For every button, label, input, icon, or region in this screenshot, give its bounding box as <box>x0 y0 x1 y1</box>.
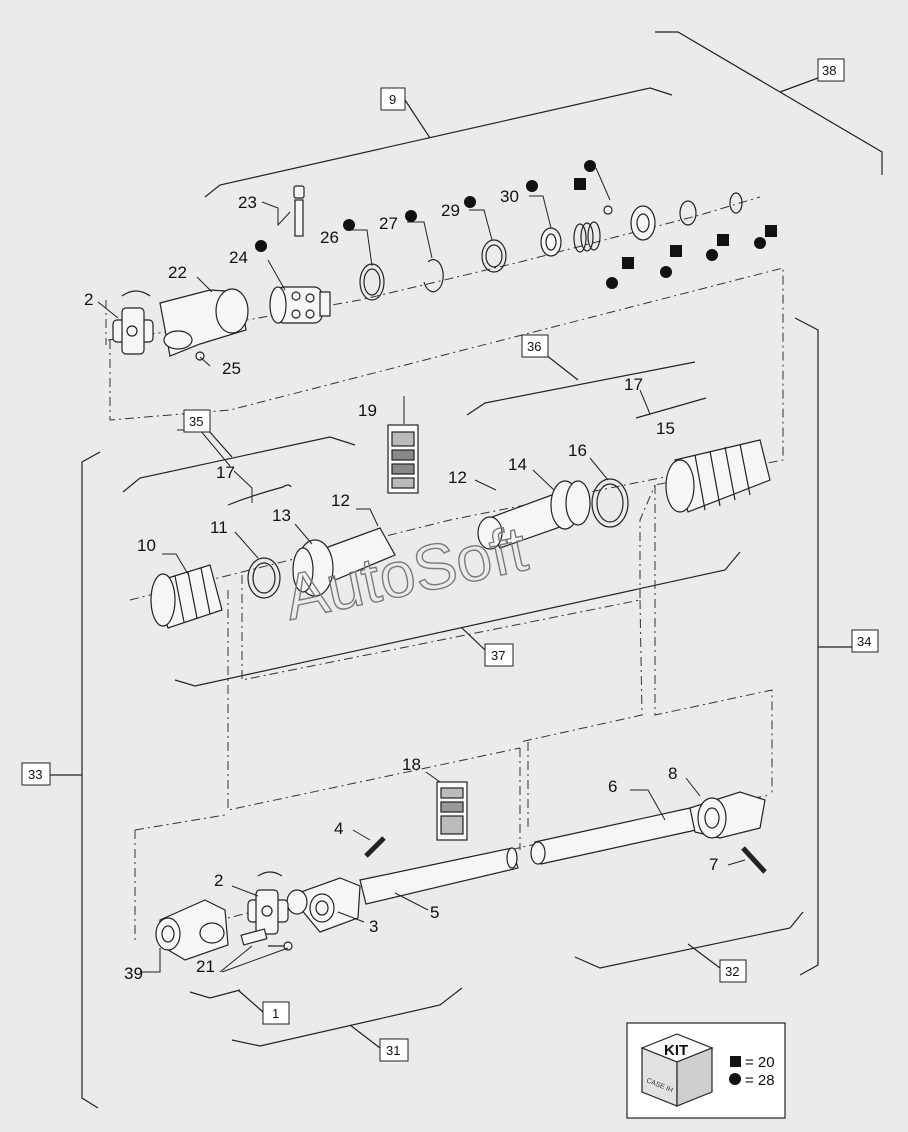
group-box-38: 38 <box>817 58 845 82</box>
group-box-32: 32 <box>719 959 747 983</box>
callout-15: 15 <box>656 419 675 438</box>
legend-square-value: = 20 <box>745 1054 775 1071</box>
part-drawings <box>112 185 771 961</box>
callout-29: 29 <box>441 201 460 220</box>
callout-2-top: 2 <box>84 290 93 309</box>
inner-shaft-tube <box>359 847 519 905</box>
group-box-35: 35 <box>183 409 211 433</box>
group-boxes: 9 38 36 35 37 34 33 1 31 32 <box>21 58 879 1062</box>
kit-square-c <box>670 245 682 257</box>
legend-circle-value: = 28 <box>745 1072 775 1089</box>
svg-text:37: 37 <box>491 648 505 663</box>
kit-box-icon: KIT CASE IH <box>640 1033 714 1107</box>
bellows-left <box>150 564 223 629</box>
callout-7: 7 <box>709 855 718 874</box>
group-box-37: 37 <box>484 643 514 667</box>
svg-text:32: 32 <box>725 964 739 979</box>
group-box-31: 31 <box>379 1038 409 1062</box>
group-box-1: 1 <box>262 1001 290 1025</box>
kit-square-b <box>622 257 634 269</box>
svg-text:38: 38 <box>822 63 836 78</box>
guard-tube-inner <box>292 527 396 597</box>
kit-dot-d <box>706 249 718 261</box>
callout-24: 24 <box>229 248 248 267</box>
yoke-top <box>159 288 249 357</box>
yoke-bottom-left <box>155 899 229 961</box>
group-box-34: 34 <box>851 629 879 653</box>
kit-dot-c <box>660 266 672 278</box>
kit-label: KIT <box>664 1042 688 1059</box>
callout-23: 23 <box>238 193 257 212</box>
callout-30: 30 <box>500 187 519 206</box>
kit-square-a <box>574 178 586 190</box>
callout-13: 13 <box>272 506 291 525</box>
svg-text:33: 33 <box>28 767 42 782</box>
callout-4: 4 <box>334 819 343 838</box>
legend-square <box>730 1056 741 1067</box>
callout-2-bottom: 2 <box>214 871 223 890</box>
group-lines <box>50 31 883 1109</box>
leader-lines <box>97 167 746 973</box>
callout-11: 11 <box>210 518 228 537</box>
callout-12-left: 12 <box>331 491 350 510</box>
kit-square-e <box>765 225 777 237</box>
callout-14: 14 <box>508 455 527 474</box>
svg-text:36: 36 <box>527 339 541 354</box>
kit-square-d <box>717 234 729 246</box>
kit-dot-24 <box>255 240 267 252</box>
kit-dot-b <box>606 277 618 289</box>
callout-17-left: 17 <box>216 463 235 482</box>
warning-decal-bottom <box>436 781 468 841</box>
callout-10: 10 <box>137 536 156 555</box>
group-box-33: 33 <box>21 762 51 786</box>
yoke-bottom-right <box>689 791 766 839</box>
callout-12-right: 12 <box>448 468 467 487</box>
callout-25: 25 <box>222 359 241 378</box>
kit-dot-e <box>754 237 766 249</box>
callout-19: 19 <box>358 401 377 420</box>
svg-text:1: 1 <box>272 1006 279 1021</box>
warning-decal-top <box>387 424 419 494</box>
callout-16: 16 <box>568 441 587 460</box>
group-box-36: 36 <box>521 334 549 358</box>
callout-17-right: 17 <box>624 375 643 394</box>
group-box-9: 9 <box>380 87 406 111</box>
callout-5: 5 <box>430 903 439 922</box>
callout-39: 39 <box>124 964 143 983</box>
kit-dot-27 <box>405 210 417 222</box>
cross-journal-top <box>112 290 154 355</box>
kit-dot-30 <box>526 180 538 192</box>
legend-circle <box>729 1073 741 1085</box>
guard-tube-outer <box>477 480 591 550</box>
kit-dot-a <box>584 160 596 172</box>
bellows-right <box>665 439 771 513</box>
kit-dot-26 <box>343 219 355 231</box>
cross-journal-bottom <box>247 871 289 935</box>
callout-8: 8 <box>668 764 677 783</box>
svg-text:35: 35 <box>189 414 203 429</box>
callout-3: 3 <box>369 917 378 936</box>
callout-18: 18 <box>402 755 421 774</box>
kit-markers <box>255 160 777 289</box>
svg-text:34: 34 <box>857 634 871 649</box>
collar-sleeve <box>269 286 331 324</box>
kit-dot-29 <box>464 196 476 208</box>
callout-26: 26 <box>320 228 339 247</box>
callout-21: 21 <box>196 957 215 976</box>
callout-27: 27 <box>379 214 398 233</box>
svg-text:31: 31 <box>386 1043 400 1058</box>
svg-text:9: 9 <box>389 92 396 107</box>
kit-legend: KIT CASE IH = 20 = 28 <box>626 1022 786 1119</box>
callout-6: 6 <box>608 777 617 796</box>
callout-labels: 2 22 23 24 25 26 27 29 30 19 17 15 16 14… <box>84 187 718 983</box>
callout-22: 22 <box>168 263 187 282</box>
